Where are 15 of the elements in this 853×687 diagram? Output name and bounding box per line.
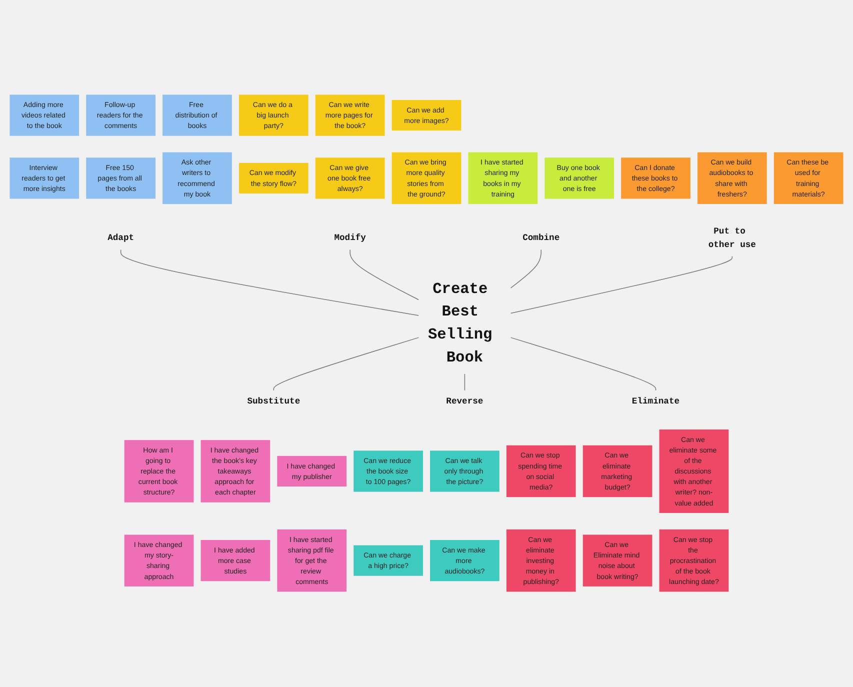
node-text: Create Best Selling Book [428, 280, 492, 367]
node-text: Eliminate [632, 396, 680, 407]
connector [350, 250, 419, 300]
node-text: Put to other use [708, 226, 756, 250]
connector [464, 374, 466, 392]
connector [510, 256, 733, 314]
node-text: Substitute [247, 396, 300, 407]
connector [510, 250, 542, 289]
node-text: Adapt [108, 233, 134, 244]
connector [120, 250, 419, 316]
connector [273, 337, 419, 392]
node-text: Reverse [446, 396, 484, 407]
node-text: Combine [522, 233, 560, 244]
connector [510, 337, 656, 392]
node-text: Modify [334, 233, 366, 244]
